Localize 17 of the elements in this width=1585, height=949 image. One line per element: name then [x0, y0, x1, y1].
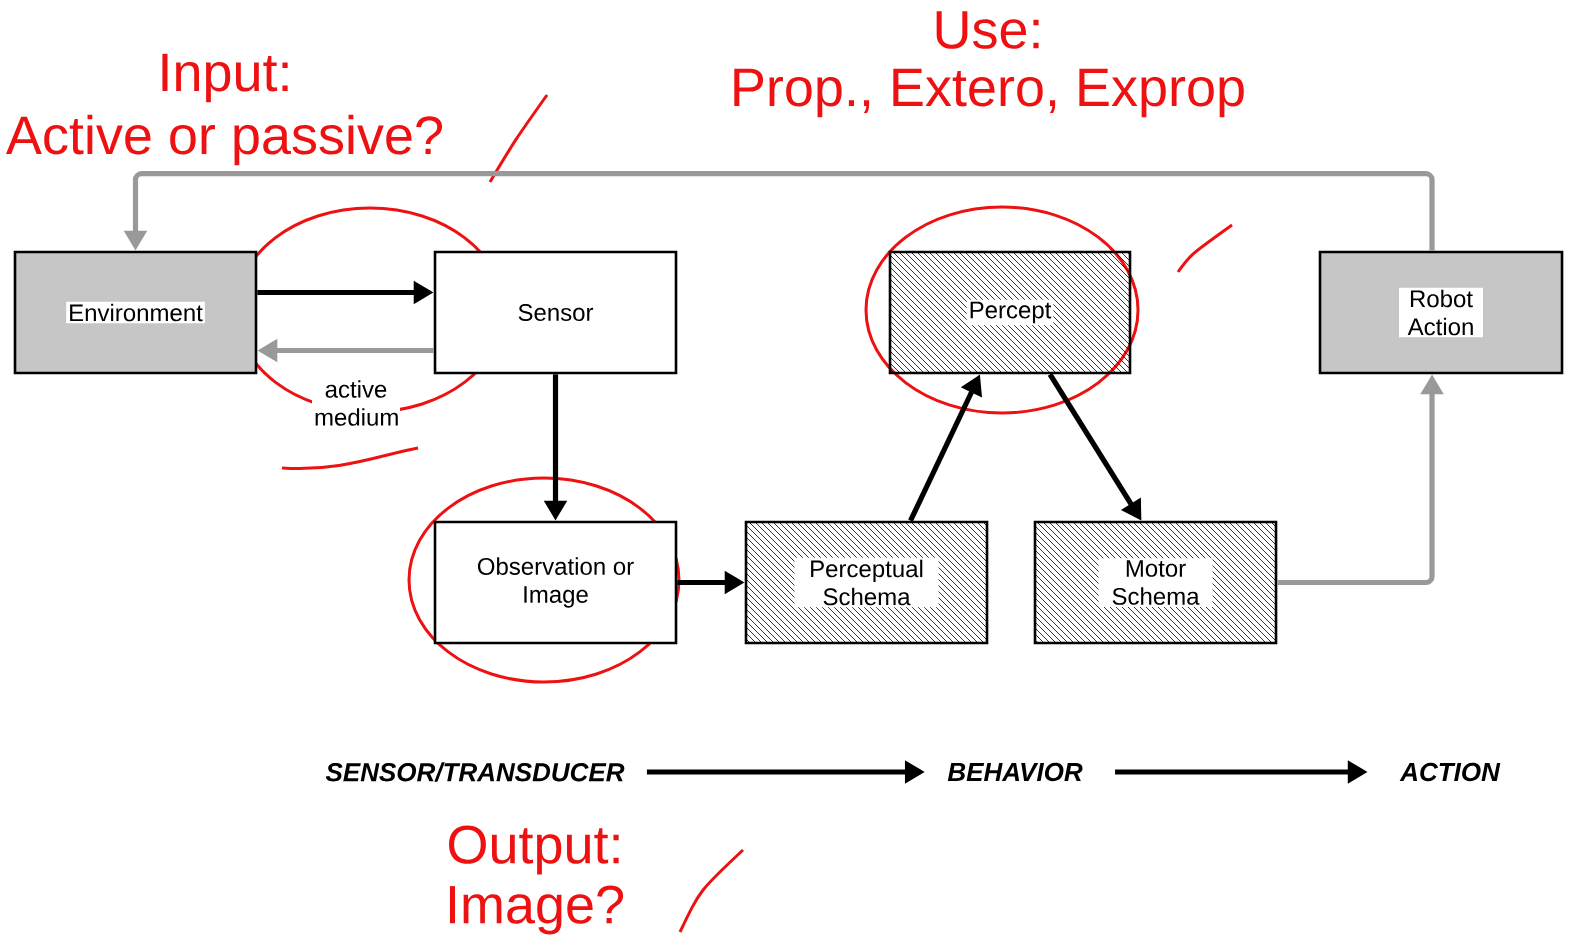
- edge-label: active medium: [312, 378, 400, 428]
- environment-box: Environment: [13, 250, 258, 375]
- annotation-text: Output:: [449, 825, 619, 875]
- schema-box: Perceptual Schema: [744, 520, 989, 645]
- stage-label: SENSOR/TRANSDUCER: [325, 762, 625, 782]
- stage-label: BEHAVIOR: [947, 762, 1083, 782]
- stage-label: ACTION: [1399, 762, 1501, 782]
- process-box: Observation or Image: [433, 520, 678, 645]
- annotation-text: Image?: [449, 885, 624, 935]
- schema-box: Motor Schema: [1033, 520, 1278, 645]
- annotation-text: Prop., Extero, Exprop: [734, 68, 1244, 118]
- robot-action-box: Robot Action: [1318, 250, 1564, 375]
- annotation-text: Active or passive?: [6, 114, 442, 166]
- annotation-text: Input:: [162, 53, 288, 103]
- sensor-box: Sensor: [433, 250, 678, 375]
- percept-box: Percept: [888, 250, 1132, 375]
- annotation-text: Use:: [936, 11, 1039, 49]
